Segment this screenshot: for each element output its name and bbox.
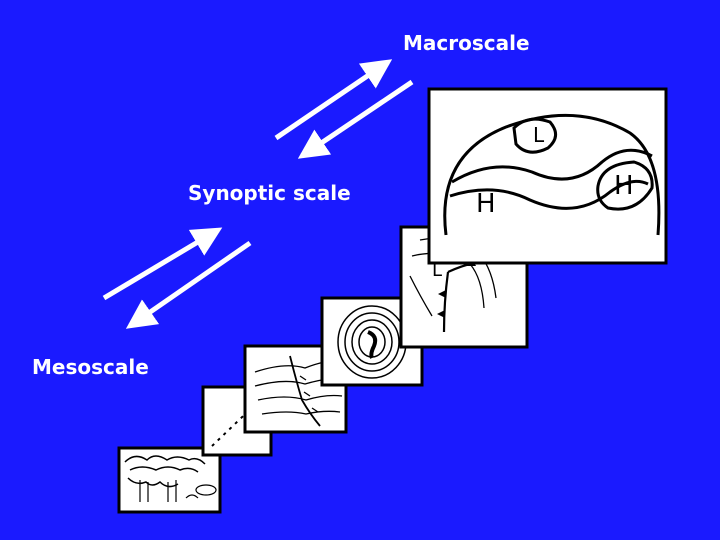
panel-cloud-scene xyxy=(117,446,222,514)
arrow-up-to-synoptic xyxy=(102,227,223,301)
map-high-right-letter: H xyxy=(614,171,634,201)
arrow-down-from-macroscale xyxy=(297,79,414,159)
front-low-letter: L xyxy=(432,260,442,281)
macroscale-label: Macroscale xyxy=(403,31,530,55)
arrow-up-to-macroscale xyxy=(274,59,393,141)
map-low-letter: L xyxy=(533,123,545,147)
map-high-left-letter: H xyxy=(476,189,496,219)
panel-synoptic-map: L H H xyxy=(427,87,668,265)
synoptic-scale-label: Synoptic scale xyxy=(188,181,351,205)
mesoscale-label: Mesoscale xyxy=(32,355,149,379)
arrow-down-from-synoptic xyxy=(125,240,252,329)
